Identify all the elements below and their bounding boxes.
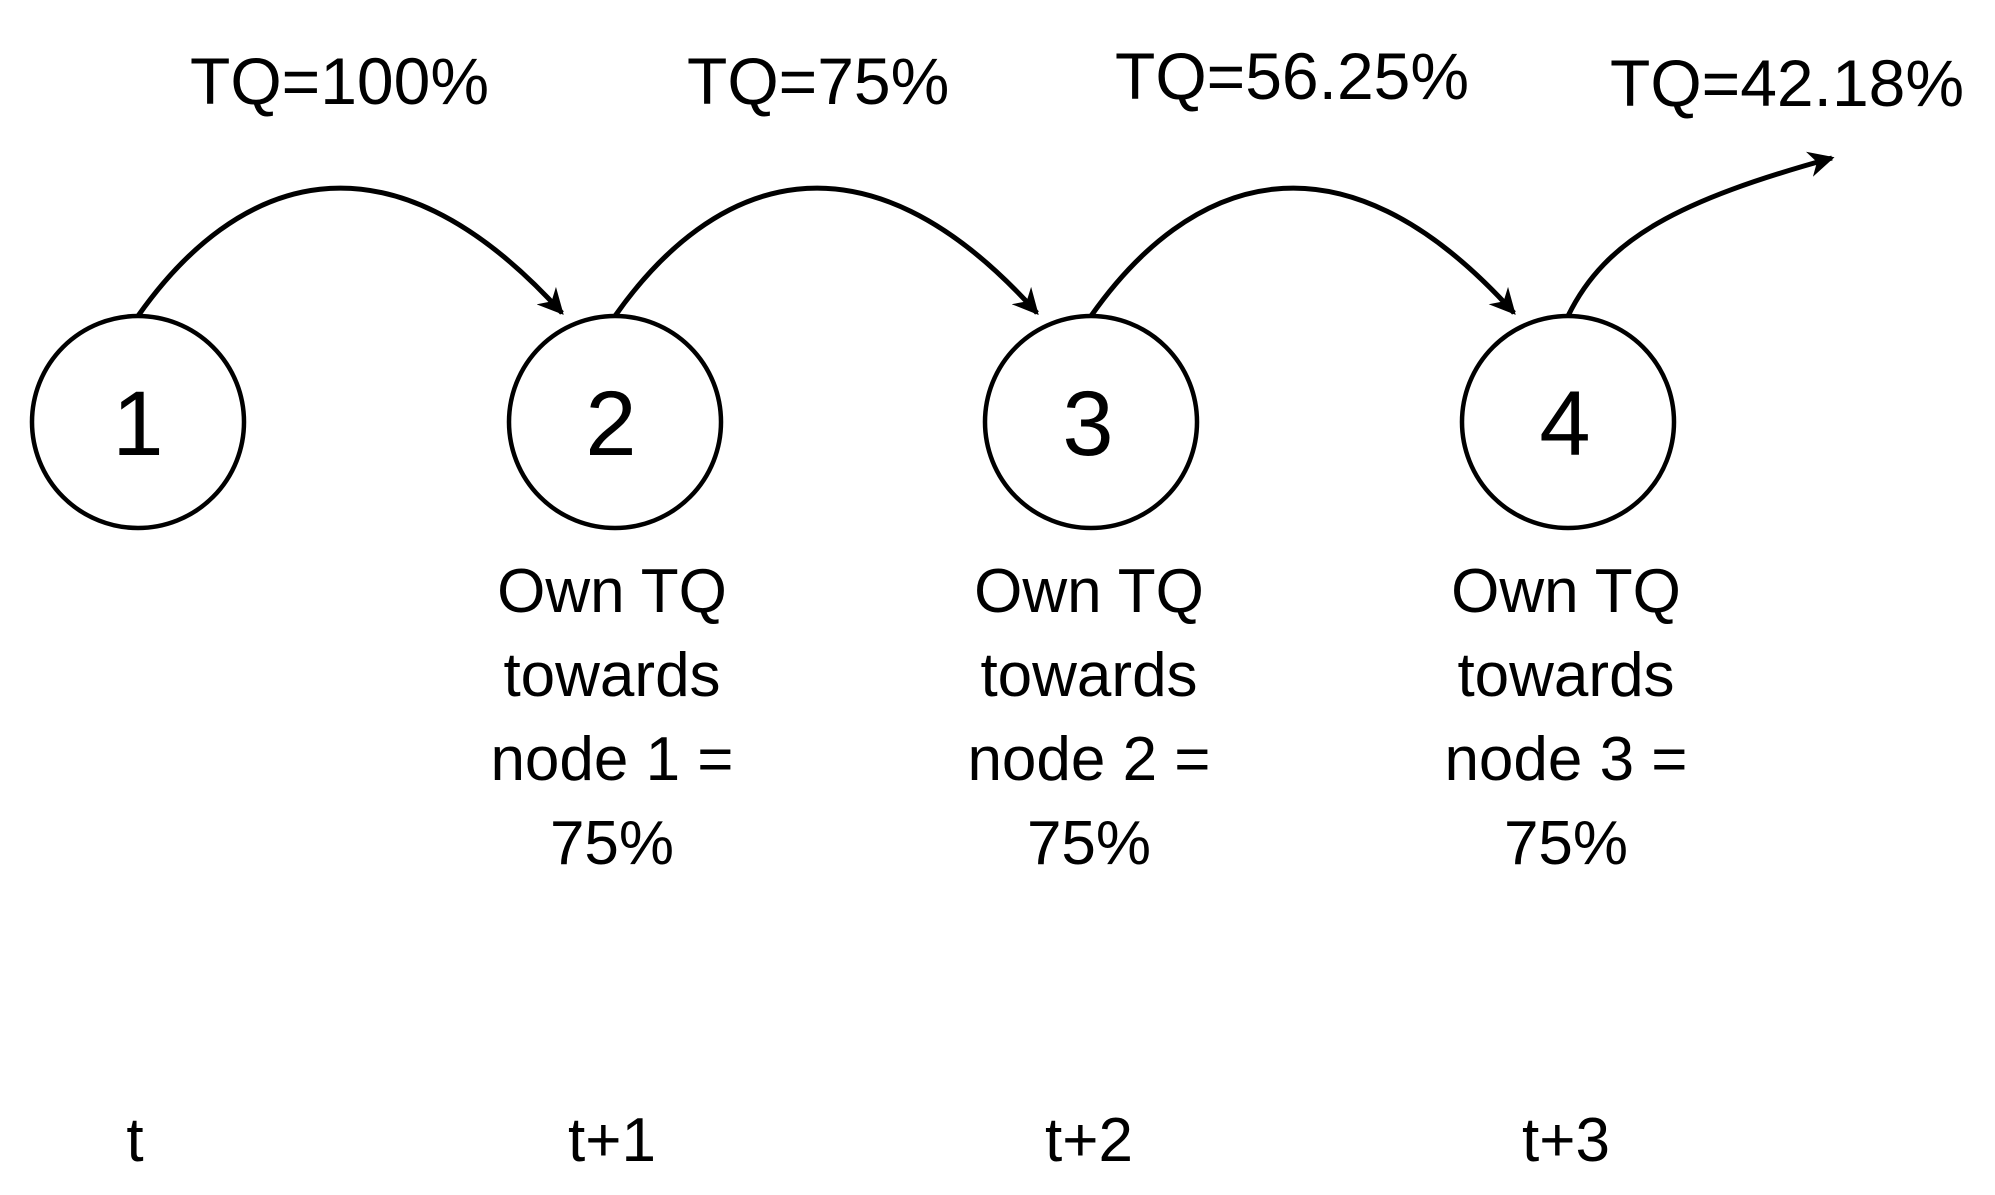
own-tq-line: towards bbox=[980, 641, 1197, 710]
time-label-node-4: t+3 bbox=[1522, 1106, 1610, 1175]
own-tq-line: Own TQ bbox=[974, 557, 1204, 626]
own-tq-note-node-2: Own TQ towards node 1 = 75% bbox=[490, 557, 733, 878]
own-tq-line: node 2 = bbox=[967, 725, 1210, 794]
node-2-label: 2 bbox=[585, 373, 636, 475]
own-tq-line: 75% bbox=[1027, 809, 1151, 878]
edge-label-4-outgoing: TQ=42.18% bbox=[1610, 46, 1964, 120]
time-label-node-3: t+2 bbox=[1045, 1106, 1133, 1175]
node-1-label: 1 bbox=[112, 373, 163, 475]
edge-labels-group: TQ=100% TQ=75% TQ=56.25% TQ=42.18% bbox=[190, 39, 1964, 120]
edge-label-1-to-2: TQ=100% bbox=[190, 44, 489, 118]
time-label-node-1: t bbox=[126, 1106, 143, 1175]
own-tq-note-node-3: Own TQ towards node 2 = 75% bbox=[967, 557, 1210, 878]
time-labels-group: t t+1 t+2 t+3 bbox=[126, 1106, 1610, 1175]
node-3-circle bbox=[982, 313, 1200, 531]
edge-label-2-to-3: TQ=75% bbox=[687, 44, 949, 118]
edge-label-3-to-4: TQ=56.25% bbox=[1115, 39, 1469, 113]
own-tq-note-node-4: Own TQ towards node 3 = 75% bbox=[1444, 557, 1687, 878]
own-tq-line: 75% bbox=[1504, 809, 1628, 878]
node-4-circle bbox=[1459, 313, 1677, 531]
node-4-label: 4 bbox=[1539, 373, 1590, 475]
edges-group bbox=[135, 151, 1835, 318]
own-tq-line: node 1 = bbox=[490, 725, 733, 794]
time-label-node-2: t+1 bbox=[568, 1106, 656, 1175]
node-3-label: 3 bbox=[1062, 373, 1113, 475]
node-4: 4 bbox=[1459, 313, 1677, 531]
edge-2-to-3-arrow bbox=[612, 185, 1039, 318]
edge-1-to-2-arrow bbox=[135, 185, 564, 318]
own-tq-line: towards bbox=[1457, 641, 1674, 710]
node-1-circle bbox=[29, 313, 247, 531]
own-tq-line: towards bbox=[503, 641, 720, 710]
own-tq-line: node 3 = bbox=[1444, 725, 1687, 794]
edge-3-to-4-arrow bbox=[1088, 185, 1516, 318]
node-2: 2 bbox=[506, 313, 724, 531]
own-tq-line: 75% bbox=[550, 809, 674, 878]
own-tq-line: Own TQ bbox=[1451, 557, 1681, 626]
own-tq-line: Own TQ bbox=[497, 557, 727, 626]
node-1: 1 bbox=[29, 313, 247, 531]
edge-4-outgoing-arrow bbox=[1565, 151, 1835, 318]
node-2-circle bbox=[506, 313, 724, 531]
node-3: 3 bbox=[982, 313, 1200, 531]
